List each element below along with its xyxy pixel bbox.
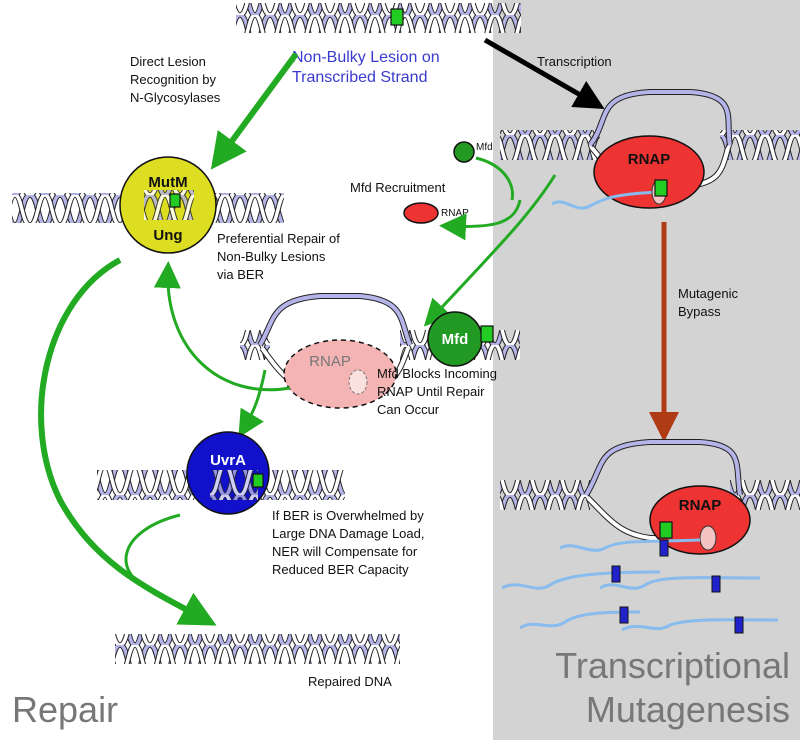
mutation-5 — [734, 616, 744, 634]
lesion-marker-mfd — [480, 325, 494, 343]
lesion-dna — [236, 3, 521, 33]
rnap-channel-blocked — [348, 369, 368, 395]
tm-title-line1: Transcriptional — [555, 645, 790, 686]
ner-repair-arrow — [124, 513, 197, 616]
mfd-blocks-line1: Mfd Blocks Incoming — [377, 366, 497, 381]
rnap-released — [403, 202, 439, 224]
ber-overwhelmed-line3: NER will Compensate for — [272, 544, 418, 559]
mfd-recruitment-arrow — [423, 174, 557, 327]
lesion-marker — [390, 8, 404, 26]
mutm-label: MutM — [148, 174, 187, 191]
rnap-top — [593, 135, 705, 209]
ung-label: Ung — [153, 227, 182, 244]
ber-overwhelmed-line2: Large DNA Damage Load, — [272, 526, 424, 541]
mfd-recruitment-label: Mfd Recruitment — [350, 180, 446, 195]
mutation-1 — [659, 539, 669, 557]
preferential-line3: via BER — [217, 267, 264, 282]
mutation-4 — [619, 606, 629, 624]
to-ber-arrow — [153, 261, 291, 392]
rnap-channel-bottom — [699, 525, 717, 551]
rnap-bottom — [649, 485, 751, 555]
transcription-arrow — [483, 37, 605, 109]
mfd-free — [453, 141, 475, 163]
lesion-marker-bottom — [659, 521, 673, 539]
transcript-4 — [519, 610, 641, 630]
to-ner-arrow — [238, 369, 267, 438]
rnap-blocked — [283, 339, 397, 409]
lesion-marker-ner — [252, 473, 264, 488]
uvra-label: UvrA — [210, 452, 246, 469]
rnap-release-arrow — [439, 199, 522, 241]
mfd-join-arrow — [475, 156, 515, 201]
rnap-small-label: RNAP — [441, 208, 469, 219]
mutagenic-line1: Mutagenic — [678, 286, 738, 301]
lesion-label-line1: Non-Bulky Lesion on — [292, 49, 440, 66]
mutation-2 — [611, 565, 621, 583]
mfd-blocks-line3: Can Occur — [377, 402, 440, 417]
mutation-3 — [711, 575, 721, 593]
mutagenesis-panel — [493, 0, 800, 740]
ber-repair-arrow — [38, 257, 217, 626]
mfd-blocks-line2: RNAP Until Repair — [377, 384, 485, 399]
repaired-label: Repaired DNA — [308, 674, 392, 689]
lesion-label-line2: Transcribed Strand — [292, 69, 427, 86]
rnap-blocked-label: RNAP — [309, 353, 351, 370]
rnap-top-label: RNAP — [628, 151, 671, 168]
repaired-dna — [115, 634, 400, 664]
transcription-label: Transcription — [537, 54, 612, 69]
ber-overwhelmed-line4: Reduced BER Capacity — [272, 562, 409, 577]
ber-overwhelmed-line1: If BER is Overwhelmed by — [272, 508, 424, 523]
repair-title: Repair — [12, 689, 118, 730]
direct-recognition-line3: N-Glycosylases — [130, 90, 221, 105]
lesion-marker-top-rnap — [654, 179, 668, 197]
direct-recognition-line2: Recognition by — [130, 72, 216, 87]
glycosylase-arrow — [210, 52, 299, 170]
mfd-bound-label: Mfd — [442, 331, 469, 348]
mutations — [611, 539, 744, 634]
mutagenic-line2: Bypass — [678, 304, 721, 319]
lesion-marker-ber — [169, 193, 181, 208]
preferential-line1: Preferential Repair of — [217, 231, 340, 246]
rna-transcript-top — [551, 190, 661, 210]
direct-recognition-line1: Direct Lesion — [130, 54, 206, 69]
rnap-bottom-label: RNAP — [679, 497, 722, 514]
mfd-small-label: Mfd — [476, 142, 493, 153]
preferential-line2: Non-Bulky Lesions — [217, 249, 326, 264]
tm-title-line2: Mutagenesis — [586, 689, 790, 730]
